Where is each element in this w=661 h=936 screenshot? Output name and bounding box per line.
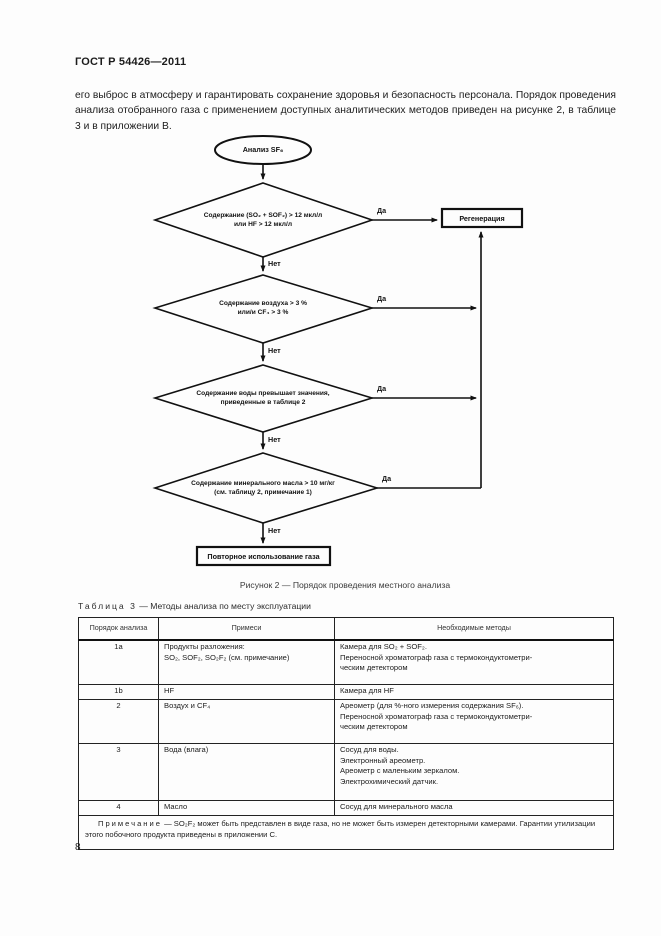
standard-code: ГОСТ Р 54426—2011 — [75, 56, 187, 68]
figure-caption: Рисунок 2 — Порядок проведения местного … — [239, 580, 451, 590]
cell-order: 3 — [78, 743, 159, 801]
table-title-label: Таблица 3 — [78, 601, 137, 611]
table-title-text: — Методы анализа по месту эксплуатации — [139, 601, 311, 611]
start-label: Анализ SF₆ — [242, 145, 284, 154]
flowchart-canvas — [152, 135, 524, 567]
note-cell: Примечание — SO₂F₂ может быть представле… — [78, 815, 614, 850]
note-label: Примечание — [98, 819, 162, 828]
cell-methods: Камера для HF — [334, 684, 614, 700]
cell-methods: Сосуд для минерального масла — [334, 800, 614, 816]
no-label-3: Нет — [268, 435, 281, 444]
header-impurity: Примеси — [158, 617, 335, 641]
yes-label-2: Да — [377, 294, 387, 303]
decision-1-label: Содержание (SO₂ + SOF₂) > 12 мкл/л или H… — [203, 212, 323, 228]
table-row: 1b HF Камера для HF — [78, 684, 614, 700]
page-number: 8 — [75, 842, 81, 853]
table-row: 3 Вода (влага) Сосуд для воды. Электронн… — [78, 743, 614, 801]
table-title: Таблица 3 — Методы анализа по месту эксп… — [78, 601, 311, 611]
cell-methods: Сосуд для воды. Электронный ареометр. Ар… — [334, 743, 614, 801]
regeneration-box — [440, 207, 524, 229]
table-row: 4 Масло Сосуд для минерального масла — [78, 800, 614, 816]
end-box — [195, 545, 332, 567]
yes-label-4: Да — [382, 474, 392, 483]
cell-order: 2 — [78, 699, 159, 744]
no-label-2: Нет — [268, 346, 281, 355]
table-row: 2 Воздух и CF₄ Ареометр (для %-ного изме… — [78, 699, 614, 744]
yes-label-1: Да — [377, 206, 387, 215]
no-label-4: Нет — [268, 526, 281, 535]
cell-impurity: HF — [158, 684, 335, 700]
cell-order: 1a — [78, 639, 159, 685]
yes-label-3: Да — [377, 384, 387, 393]
cell-methods: Ареометр (для %-ного измерения содержани… — [334, 699, 614, 744]
decision-4-label: Содержание минерального масла > 10 мг/кг… — [191, 480, 335, 496]
cell-order: 1b — [78, 684, 159, 700]
table-note-row: Примечание — SO₂F₂ может быть представле… — [78, 815, 614, 850]
header-order: Порядок анализа — [78, 617, 159, 641]
table-row: 1a Продукты разложения: SO₂, SOF₂, SO₂F₂… — [78, 639, 614, 685]
cell-impurity: Продукты разложения: SO₂, SOF₂, SO₂F₂ (с… — [158, 639, 335, 685]
analysis-methods-table: Порядок анализа Примеси Необходимые мето… — [78, 617, 614, 850]
intro-paragraph: его выброс в атмосферу и гарантировать с… — [75, 90, 616, 132]
cell-impurity: Вода (влага) — [158, 743, 335, 801]
cell-order: 4 — [78, 800, 159, 816]
table-header-row: Порядок анализа Примеси Необходимые мето… — [78, 617, 614, 641]
end-label: Повторное использование газа — [207, 551, 320, 561]
header-methods: Необходимые методы — [334, 617, 614, 641]
decision-2-label: Содержание воздуха > 3 % или/и CF₄ > 3 % — [219, 300, 307, 316]
flowchart-figure: Анализ SF₆ Содержание (SO₂ + SOF₂) > 12 … — [75, 135, 615, 575]
note-text: — SO₂F₂ может быть представлен в виде га… — [85, 819, 596, 839]
cell-methods: Камера для SO₂ + SOF₂. Переносной хромат… — [334, 639, 614, 685]
table-note: Примечание — SO₂F₂ может быть представле… — [85, 819, 607, 840]
decision-3-label: Содержание воды превышает значения, прив… — [196, 390, 330, 406]
cell-impurity: Масло — [158, 800, 335, 816]
no-label-1: Нет — [268, 259, 281, 268]
regeneration-label: Регенерация — [459, 213, 505, 223]
cell-impurity: Воздух и CF₄ — [158, 699, 335, 744]
